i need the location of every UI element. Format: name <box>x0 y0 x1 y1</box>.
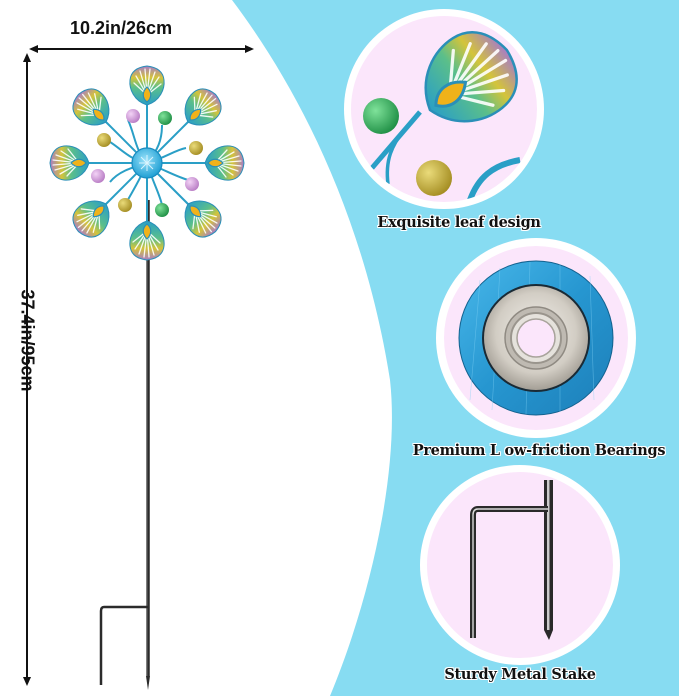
peacock-leaf-icon <box>344 9 544 209</box>
wind-spinner-product <box>49 65 245 690</box>
feature-caption-bearing: Premium L ow-friction Bearings <box>412 442 666 459</box>
height-dimension-arrow <box>23 53 31 686</box>
feature-caption-stake: Sturdy Metal Stake <box>444 666 596 683</box>
feature-caption-leaf: Exquisite leaf design <box>377 214 541 231</box>
metal-stake-icon <box>420 465 620 665</box>
width-dimension-label: 10.2in/26cm <box>70 18 173 38</box>
height-dimension-label: 37.4in/95cm <box>17 289 38 392</box>
bearing-icon <box>436 238 636 438</box>
width-dimension-arrow <box>29 45 254 53</box>
